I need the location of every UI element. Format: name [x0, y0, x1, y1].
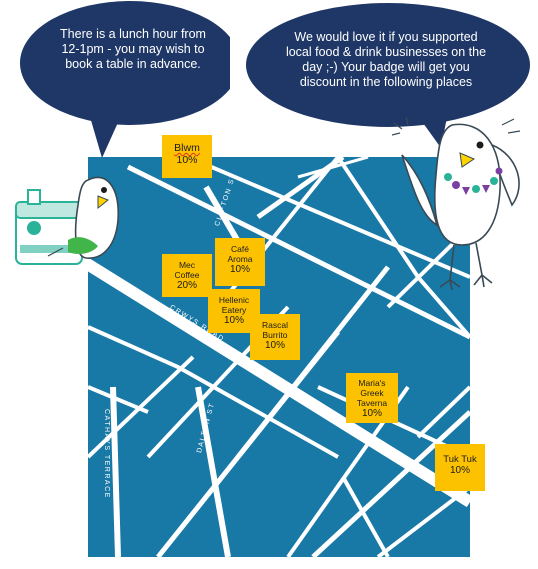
place-note-tuk-tuk: Tuk Tuk 10% [435, 444, 485, 491]
place-name: Hellenic Eatery [218, 295, 250, 315]
place-discount: 10% [361, 408, 382, 419]
place-discount: 10% [264, 340, 285, 351]
local-discount-message: We would love it if you supported local … [285, 30, 487, 89]
speech-bubble-right: We would love it if you supported local … [243, 0, 533, 150]
place-discount: 20% [176, 280, 197, 291]
place-note-hellenic-eatery: Hellenic Eatery 10% [208, 289, 260, 333]
place-note-blwm: Blwm 10% [162, 135, 212, 178]
place-discount: 10% [223, 315, 244, 326]
place-note-cafe-aroma: Café Aroma 10% [215, 238, 265, 286]
place-discount: 10% [449, 465, 470, 476]
speech-bubble-left: There is a lunch hour from 12-1pm - you … [10, 0, 230, 160]
place-note-marias-greek-taverna: Maria's Greek Taverna 10% [346, 373, 398, 423]
place-name: Café Aroma [227, 244, 253, 264]
street-label-cathays: CATHAYS TERRACE [103, 409, 110, 499]
place-name: Rascal Burrito [262, 320, 288, 340]
place-name: Blwm [174, 142, 200, 154]
speech-bubble-left-shape [20, 1, 230, 158]
place-discount: 10% [229, 264, 250, 275]
place-note-mec-coffee: Mec Coffee 20% [162, 254, 212, 297]
place-note-rascal-burrito: Rascal Burrito 10% [250, 314, 300, 360]
place-discount: 10% [176, 154, 198, 166]
place-name: Mec Coffee [174, 260, 200, 280]
bird-with-sewing-machine-icon [15, 176, 119, 265]
bird-with-bead-necklace-icon [392, 116, 521, 291]
place-name: Tuk Tuk [443, 454, 477, 465]
lunch-hour-message: There is a lunch hour from 12-1pm - you … [60, 27, 206, 71]
place-name: Maria's Greek Taverna [356, 378, 388, 408]
